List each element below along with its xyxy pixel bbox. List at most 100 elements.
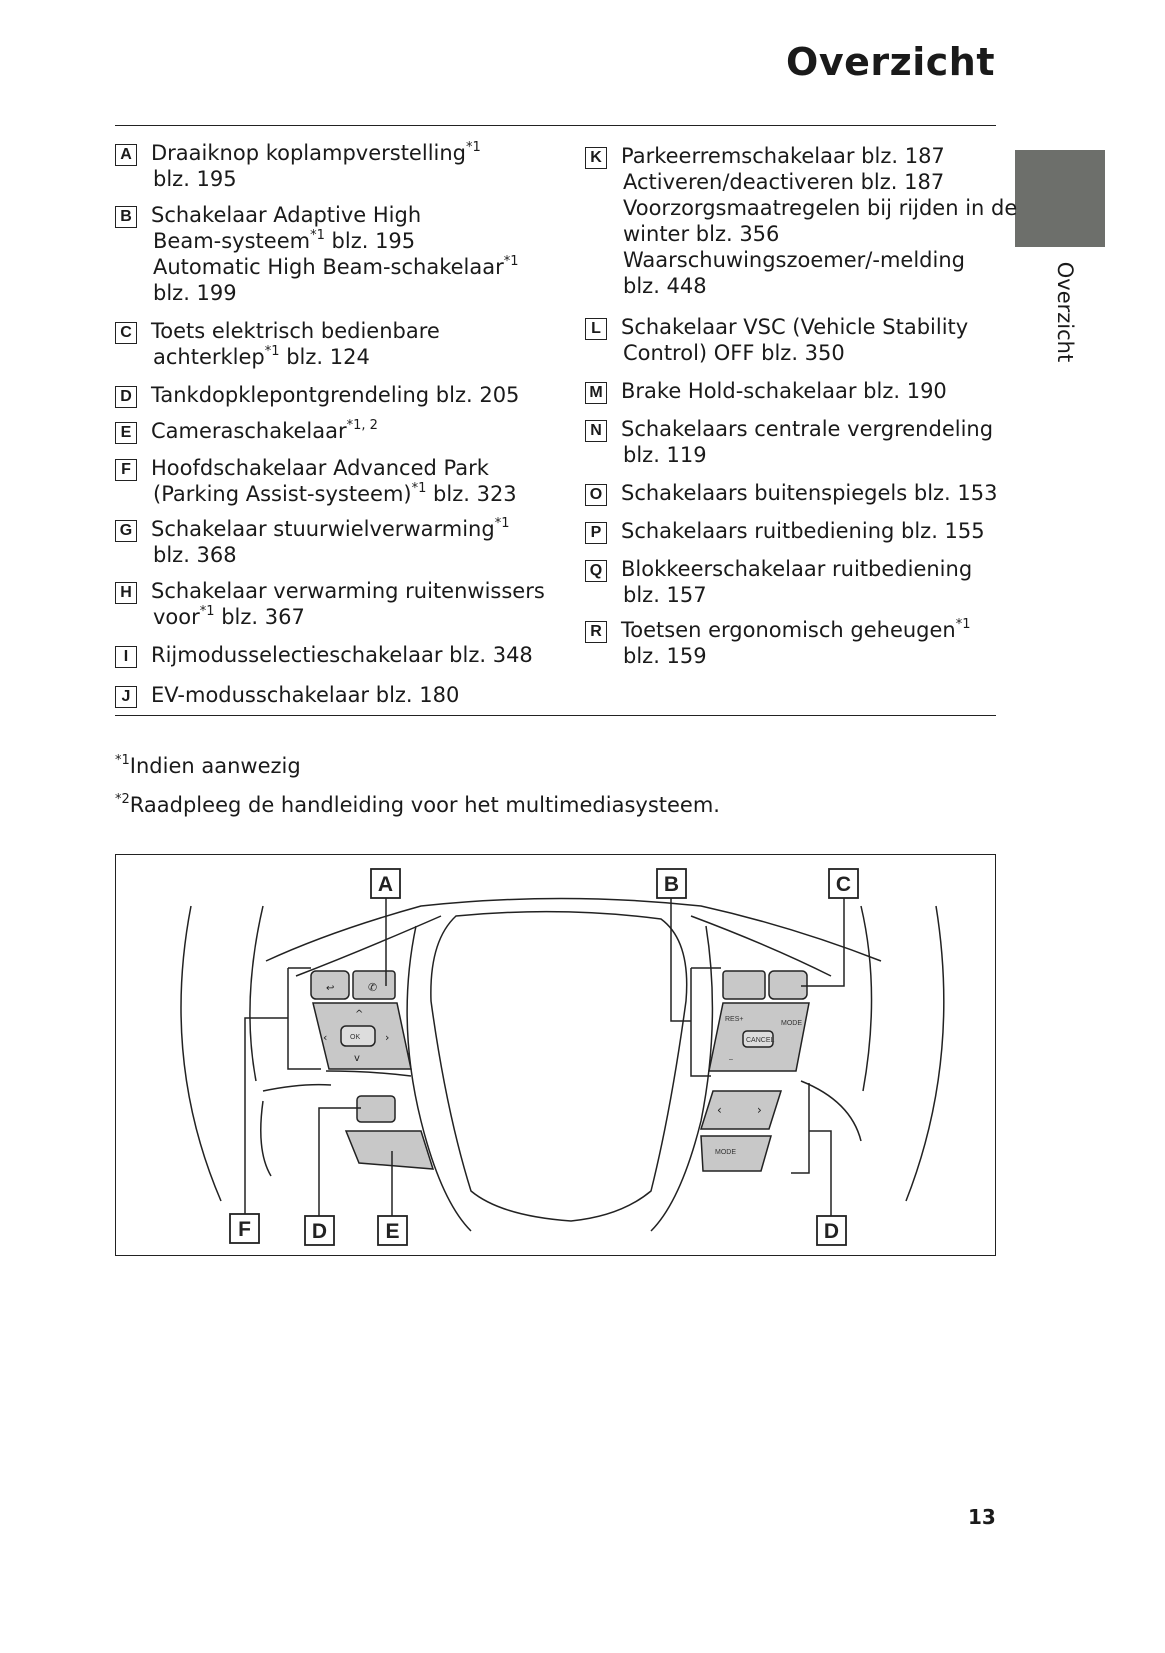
item-letter-badge: I [115,646,137,668]
item-line: Automatic High Beam-schakelaar*1 [115,254,545,280]
item-line: Control) OFF blz. 350 [585,340,1015,366]
item-text: Cameraschakelaar [151,419,347,443]
item-line: blz. 157 [585,582,1015,608]
item-line: blz. 448 [585,273,1015,299]
drive-mode-rocker [699,1090,783,1130]
item-text: Voorzorgsmaatregelen bij rijden in de [623,196,1018,220]
item-text: Schakelaars ruitbediening blz. 155 [621,519,985,543]
item-letter-badge: A [115,144,137,166]
list-item: F Hoofdschakelaar Advanced Park(Parking A… [115,455,545,507]
item-text: Rijmodusselectieschakelaar blz. 348 [151,643,533,667]
item-text: (Parking Assist-systeem) [153,482,412,506]
footnote-ref: *1 [199,604,215,619]
footnote-ref: *1, 2 [346,418,378,433]
item-letter-badge: J [115,686,137,708]
item-line: achterklep*1 blz. 124 [115,344,545,370]
callout-b: B [664,873,679,896]
item-text: Toets elektrisch bedienbare [151,319,440,343]
item-text: Schakelaar stuurwielverwarming [151,517,495,541]
voice-button [344,1130,435,1170]
item-letter-badge: D [115,386,137,408]
right-arrow-icon: › [757,1103,762,1117]
item-text: Schakelaar verwarming ruitenwissers [151,579,545,603]
item-letter-badge: E [115,422,137,444]
item-letter-badge: M [585,382,607,404]
list-item: M Brake Hold-schakelaar blz. 190 [585,378,1015,404]
phone-button [352,970,396,1000]
item-letter-badge: F [115,459,137,481]
list-item: E Cameraschakelaar*1, 2 [115,418,545,444]
callout-c: C [836,873,851,896]
item-text: blz. 119 [623,443,707,467]
steering-wheel-diagram: OK ↩ ✆ ^ ‹ › v CANCEL RES+ – MODE MODE ‹… [115,854,996,1256]
item-text: Brake Hold-schakelaar blz. 190 [621,379,947,403]
footnote-ref: *1 [494,516,510,531]
item-text: blz. 199 [153,281,237,305]
item-text: Beam-systeem [153,229,311,253]
item-letter-badge: G [115,520,137,542]
item-text: blz. 124 [279,345,370,369]
left-switch-group [310,970,435,1170]
footnote-ref: *1 [310,228,325,243]
callout-d-left: D [312,1220,327,1243]
item-text: winter blz. 356 [623,222,780,246]
item-text: blz. 195 [324,229,416,253]
ok-button-label: OK [350,1034,360,1041]
item-text: blz. 448 [623,274,707,298]
footnote-mark: *2 [115,792,130,807]
item-text: Tankdopklepontgrendeling blz. 205 [151,383,520,407]
item-text: blz. 323 [426,482,517,506]
item-letter-badge: H [115,582,137,604]
footnote-text: Indien aanwezig [129,754,301,778]
item-text: Blokkeerschakelaar ruitbediening [621,557,973,581]
leader-f [244,1017,288,1214]
item-letter-badge: C [115,322,137,344]
item-letter-badge: P [585,522,607,544]
item-line: C Toets elektrisch bedienbare [115,318,545,344]
item-text: blz. 157 [623,583,707,607]
item-line: D Tankdopklepontgrendeling blz. 205 [115,382,545,408]
item-line: F Hoofdschakelaar Advanced Park [115,455,545,481]
right-arrow-icon: › [385,1031,389,1044]
down-arrow-icon: v [354,1053,360,1064]
callout-a: A [378,873,393,896]
item-text: Hoofdschakelaar Advanced Park [151,456,489,480]
item-text: achterklep [153,345,265,369]
item-line: H Schakelaar verwarming ruitenwissers [115,578,545,604]
distance-button [768,970,808,1000]
item-line: M Brake Hold-schakelaar blz. 190 [585,378,1015,404]
item-line: blz. 199 [115,280,545,306]
item-text: Draaiknop koplampverstelling [151,141,466,165]
mode-button [700,1135,772,1172]
footnote-1: *1Indien aanwezig [115,754,301,778]
item-text: voor [153,605,200,629]
item-letter-badge: R [585,621,607,643]
item-text: blz. 159 [623,644,707,668]
res-button-label: RES+ [725,1016,743,1023]
item-text: Waarschuwingszoemer/-melding [623,248,965,272]
item-text: Automatic High Beam-schakelaar [153,255,504,279]
callout-f: F [238,1218,251,1241]
item-letter-badge: K [585,147,607,169]
callout-d-right: D [824,1220,839,1243]
section-tab-label: Overzicht [1053,261,1077,363]
list-item: D Tankdopklepontgrendeling blz. 205 [115,382,545,408]
back-icon: ↩ [326,983,334,994]
item-letter-badge: N [585,420,607,442]
item-line: blz. 159 [585,643,1015,669]
list-item: P Schakelaars ruitbediening blz. 155 [585,518,1015,544]
item-text: Schakelaar Adaptive High [151,203,422,227]
item-line: blz. 119 [585,442,1015,468]
item-line: winter blz. 356 [585,221,1015,247]
bottom-divider [115,715,996,716]
